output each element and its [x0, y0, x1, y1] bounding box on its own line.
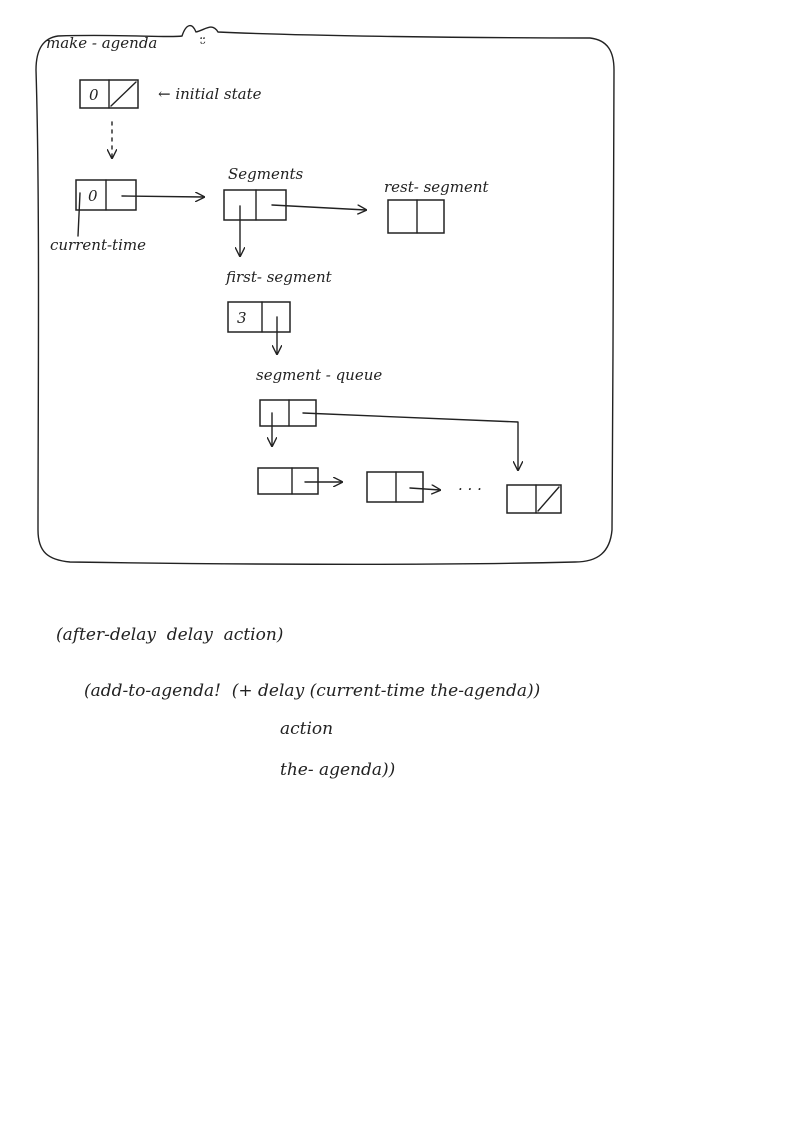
first-segment-time: 3 [237, 309, 247, 327]
smiley-face: ᵕ̈ [200, 35, 206, 53]
initial-time-value: 0 [89, 86, 99, 104]
initial-state-pair: 0 [79, 79, 139, 109]
segments-label: Segments [228, 165, 304, 183]
segment-queue-label: segment - queue [256, 366, 382, 384]
code-line-after-delay: (after-delay delay action) [56, 625, 283, 645]
queue-item-2-next-arrow [409, 488, 440, 490]
rest-segment-pair [387, 199, 445, 234]
queue-item-1 [257, 467, 319, 495]
code-line-action: action [280, 719, 333, 739]
queue-item-last [506, 484, 562, 514]
queue-rear-arrow [302, 412, 518, 470]
code-line-the-agenda: the- agenda)) [280, 760, 395, 780]
queue-item-2 [366, 471, 424, 503]
current-time-label: current-time [50, 236, 146, 254]
initial-state-label: ← initial state [158, 85, 262, 103]
first-segment-label: first- segment [225, 268, 333, 286]
current-time-value: 0 [88, 187, 98, 205]
code-line-add-to-agenda: (add-to-agenda! (+ delay (current-time t… [84, 681, 540, 701]
queue-ellipsis: · · · [458, 480, 482, 498]
rest-segment-arrow [271, 204, 366, 210]
rest-segment-label: rest- segment [384, 178, 490, 196]
frame-title: make - agenda [46, 34, 157, 52]
make-agenda-frame [35, 25, 615, 566]
first-segment-pair: 3 [227, 301, 291, 333]
agenda-pair: 0 [75, 179, 137, 237]
segments-pointer-arrow [121, 196, 204, 197]
